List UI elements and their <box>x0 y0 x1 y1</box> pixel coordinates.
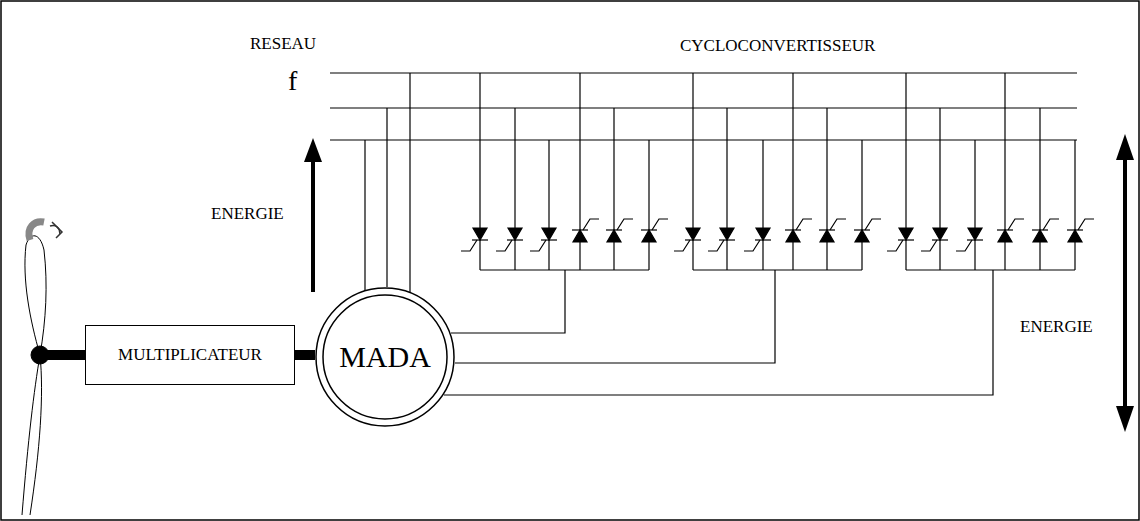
three-phase-bus <box>330 73 1077 292</box>
network-label: RESEAU <box>250 35 316 54</box>
converter-label: CYCLOCONVERTISSEUR <box>680 37 875 56</box>
rotor-wires <box>444 270 993 395</box>
wind-turbine <box>22 222 85 515</box>
energy-arrows <box>304 134 1134 432</box>
node-text: MADA <box>339 340 431 374</box>
gearbox-box: MULTIPLICATEUR <box>85 325 295 385</box>
energy-label: ENERGIE <box>211 205 284 224</box>
frequency-symbol: f <box>288 66 297 97</box>
energy-label: ENERGIE <box>1020 318 1093 337</box>
shaft-connector <box>295 350 315 360</box>
machine-circle: MADA <box>315 287 455 427</box>
thyristor-bridges <box>461 73 1094 270</box>
node-text: MULTIPLICATEUR <box>118 345 262 365</box>
